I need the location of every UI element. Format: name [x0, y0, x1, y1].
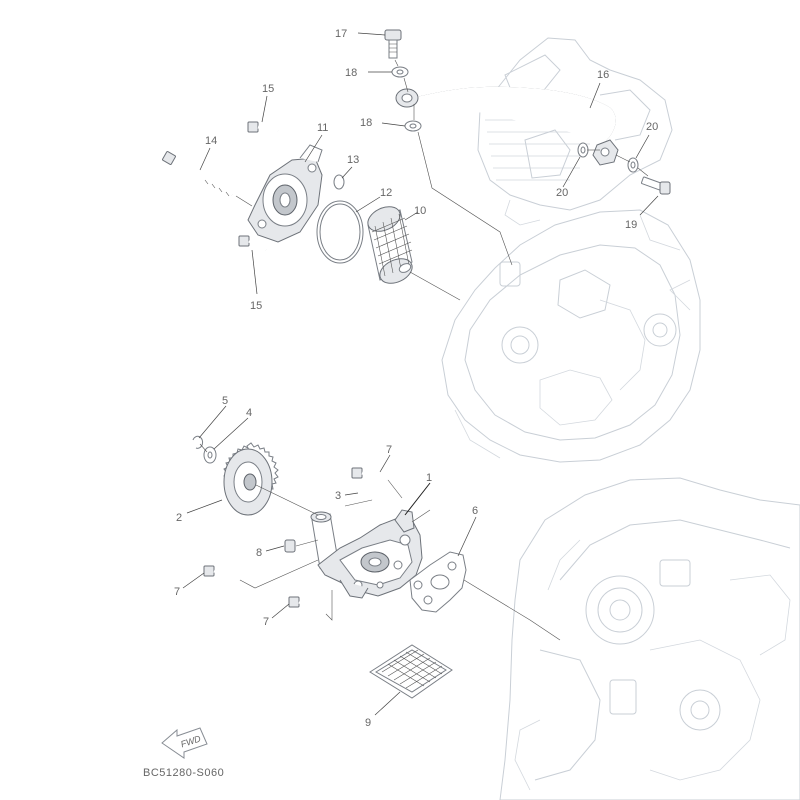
gasket-6	[409, 551, 467, 613]
callout-1: 1	[426, 472, 432, 484]
lower-crankcase-ghost	[499, 477, 800, 800]
crankcase-cover-ghost	[441, 209, 701, 463]
o-ring-13	[333, 174, 345, 190]
callout-18a: 18	[345, 67, 357, 79]
callout-15a: 15	[262, 83, 274, 95]
copper-washer-18b	[404, 120, 422, 132]
oil-pump-assy	[310, 509, 423, 599]
callout-19: 19	[625, 219, 637, 231]
pin-3	[355, 491, 373, 501]
callout-17: 17	[335, 28, 347, 40]
callout-18b: 18	[360, 117, 372, 129]
callout-7a: 7	[386, 444, 392, 456]
copper-washer-20a	[577, 142, 589, 158]
dowel-pin-8	[284, 539, 296, 553]
oil-delivery-pipe	[395, 86, 619, 166]
callout-6: 6	[472, 505, 478, 517]
fwd-arrow: FWD	[161, 727, 208, 759]
callout-5: 5	[222, 395, 228, 407]
circlip-5	[192, 435, 204, 449]
callout-4: 4	[246, 407, 252, 419]
copper-washer-18a	[391, 66, 409, 78]
oil-pump-gear	[223, 442, 279, 516]
callout-8: 8	[256, 547, 262, 559]
callout-3: 3	[335, 490, 341, 502]
oil-filter-element	[367, 206, 413, 284]
o-ring-12	[316, 200, 364, 264]
oil-filter-cover	[247, 144, 323, 243]
union-bolt-19	[641, 176, 671, 195]
washer-4	[203, 446, 217, 464]
callout-20a: 20	[646, 121, 658, 133]
leader-lines	[182, 32, 659, 716]
callout-13: 13	[347, 154, 359, 166]
callout-14: 14	[205, 135, 217, 147]
union-bolt-17	[384, 29, 402, 59]
oil-strainer	[369, 644, 453, 699]
callout-20b: 20	[556, 187, 568, 199]
callout-15b: 15	[250, 300, 262, 312]
callout-labels: 17 18 18 16 20 20 19 15 11 14 13 12 10 1…	[174, 28, 658, 729]
bolt-7b	[203, 565, 241, 582]
callout-7b: 7	[174, 586, 180, 598]
bolt-14	[162, 151, 233, 197]
callout-2: 2	[176, 512, 182, 524]
bolt-7a	[351, 467, 388, 482]
bolt-15b	[238, 235, 267, 252]
callout-11: 11	[317, 122, 328, 134]
callout-12: 12	[380, 187, 392, 199]
bolt-15a	[247, 121, 279, 133]
callout-16: 16	[597, 69, 609, 81]
callout-7c: 7	[263, 616, 269, 628]
callout-10: 10	[414, 205, 426, 217]
bolt-7c	[288, 596, 327, 616]
callout-9: 9	[365, 717, 371, 729]
diagram-code: BC51280-S060	[143, 767, 224, 779]
copper-washer-20b	[627, 157, 639, 173]
